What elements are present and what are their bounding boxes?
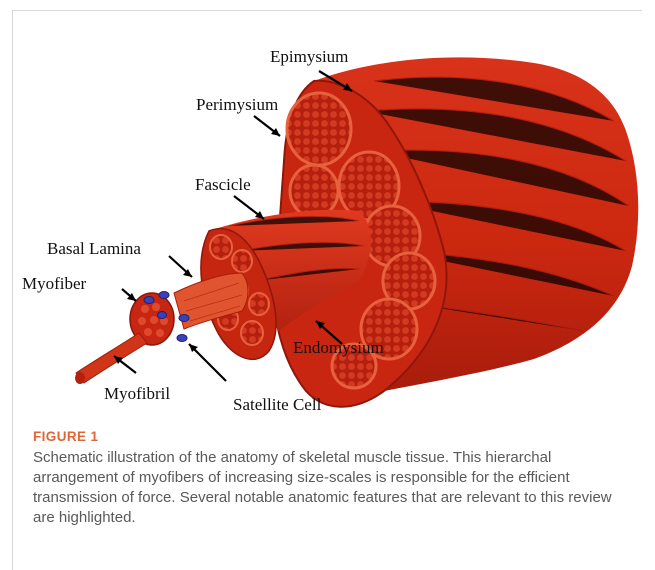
- label-myofiber: Myofiber: [22, 274, 87, 293]
- figure-frame-left: [12, 10, 13, 570]
- muscle-anatomy-illustration: Epimysium Perimysium Fascicle Basal Lami…: [14, 11, 642, 423]
- caption-text: Schematic illustration of the anatomy of…: [33, 448, 633, 528]
- myofibril: [75, 333, 147, 384]
- label-fascicle: Fascicle: [195, 175, 251, 194]
- figure-caption: FIGURE 1 Schematic illustration of the a…: [33, 429, 633, 528]
- label-myofibril: Myofibril: [104, 384, 170, 403]
- label-satellite-cell: Satellite Cell: [233, 395, 322, 414]
- label-perimysium: Perimysium: [196, 95, 278, 114]
- label-endomysium: Endomysium: [293, 338, 384, 357]
- figure-number: FIGURE 1: [33, 429, 633, 444]
- label-epimysium: Epimysium: [270, 47, 348, 66]
- label-basal-lamina: Basal Lamina: [47, 239, 141, 258]
